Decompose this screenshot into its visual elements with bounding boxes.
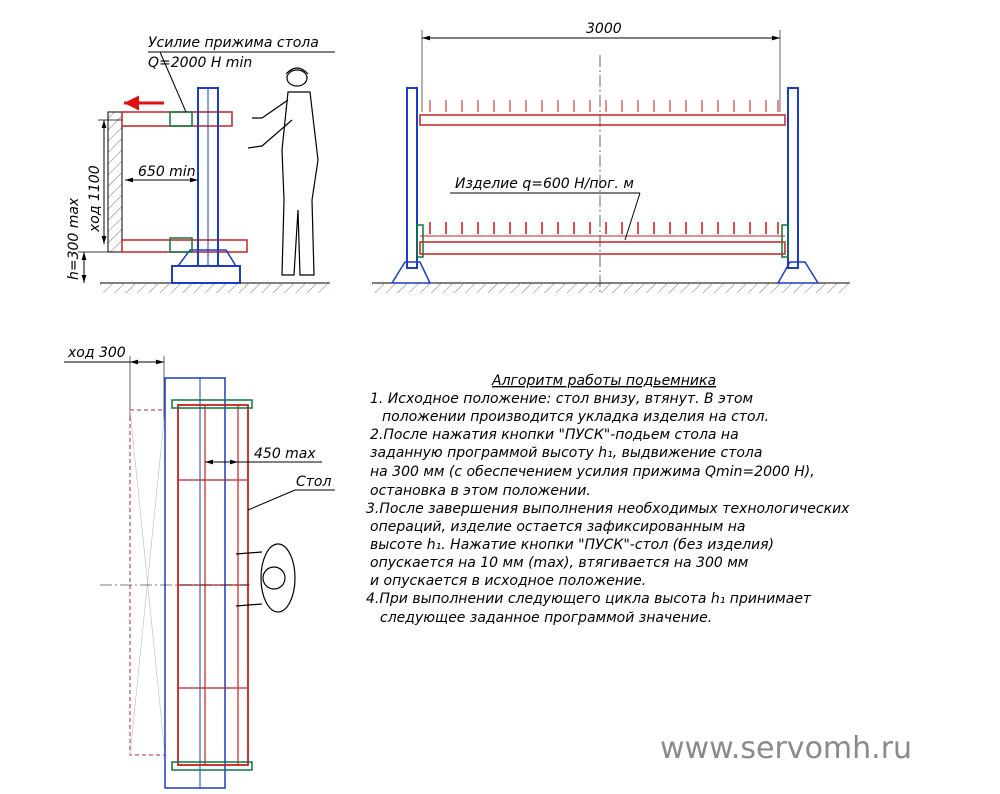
dim-650: 650 min: [138, 164, 196, 180]
dim-h300: h=300 max: [66, 197, 82, 280]
ghost-table: [129, 409, 166, 756]
table-label: Стол: [296, 474, 331, 490]
side-view: Усилие прижима стола Q=2000 Н min 650 mi…: [66, 35, 335, 293]
algorithm-line: 2.После нажатия кнопки "ПУСК"-подьем сто…: [370, 427, 739, 443]
algorithm-line: следующее заданное программой значение.: [380, 610, 712, 626]
upper-beam: [419, 114, 786, 126]
column-base: [171, 265, 241, 284]
ground-hatch: [100, 283, 330, 293]
clamp-force-label: Усилие прижима стола: [148, 35, 319, 51]
algorithm-line: операций, изделие остается зафиксированн…: [370, 519, 745, 535]
left-column: [406, 87, 418, 269]
algorithm-line: остановка в этом положении.: [370, 483, 591, 499]
algorithm-line: заданную программой высоту h₁, выдвижени…: [370, 445, 762, 461]
right-column: [787, 87, 799, 269]
algorithm-line: 3.После завершения выполнения необходимы…: [366, 501, 850, 517]
algorithm-line: положении производится укладка изделия н…: [382, 409, 769, 425]
upper-table-arm: [121, 111, 233, 127]
lower-table-arm: [121, 239, 248, 253]
upper-load-arrows: [429, 100, 779, 112]
product-load-label: Изделие q=600 Н/пог. м: [455, 176, 634, 192]
plan-frame: [164, 377, 226, 789]
clamp-force-value: Q=2000 Н min: [148, 55, 252, 71]
algorithm-line: опускается на 10 мм (max), втягивается н…: [370, 555, 749, 571]
algorithm-line: 1. Исходное положение: стол внизу, втяну…: [370, 391, 754, 407]
dim-450: 450 max: [254, 446, 316, 462]
algorithm-line: высоте h₁. Нажатие кнопки "ПУСК"-стол (б…: [370, 537, 774, 553]
dim-stroke-1100: ход 1100: [87, 165, 103, 233]
dim-stroke-300: ход 300: [67, 345, 126, 361]
algorithm-line: и опускается в исходное положение.: [370, 573, 646, 589]
operator-figure: [247, 67, 319, 276]
site-watermark: www.servomh.ru: [660, 731, 912, 766]
algorithm-line: на 300 мм (с обеспечением усилия прижима…: [370, 464, 815, 480]
lower-beam: [419, 241, 786, 255]
plan-view: ход 300 450 max Стол: [64, 345, 335, 789]
dim-3000: 3000: [586, 21, 622, 37]
algorithm-title: Алгоритм работы подьемника: [491, 373, 716, 389]
algorithm-line: 4.При выполнении следующего цикла высота…: [366, 591, 812, 607]
lower-load-arrows: [429, 222, 779, 234]
algorithm-block: Алгоритм работы подьемника 1. Исходное п…: [366, 373, 850, 626]
front-view: 3000 Изделие q=600 Н/пог. м: [372, 21, 850, 295]
operator-top-view: [235, 543, 296, 613]
wall-hatch: [107, 111, 123, 253]
